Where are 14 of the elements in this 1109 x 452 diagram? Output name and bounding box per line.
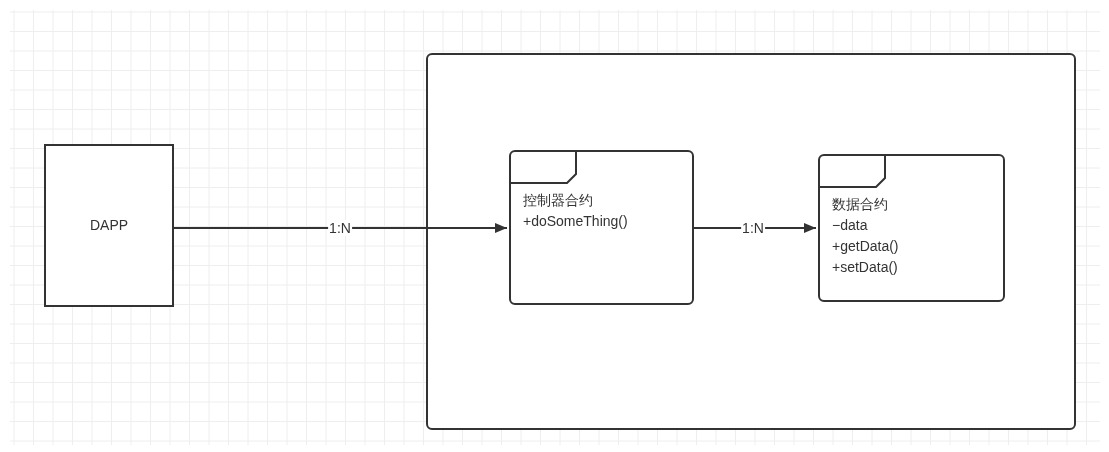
edge-label: 1:N (328, 220, 352, 236)
package-box (509, 150, 694, 305)
package-title: 数据合约 (832, 195, 889, 214)
node-label: DAPP (89, 217, 129, 233)
package-title: 控制器合约 (523, 191, 594, 210)
edge-label: 1:N (741, 220, 765, 236)
member-text: +setData() (832, 258, 899, 277)
container-box (426, 53, 1076, 430)
member-text: +doSomeThing() (523, 212, 628, 231)
member-text: −data (832, 216, 869, 235)
arrow (173, 223, 508, 233)
process-box (44, 144, 174, 307)
member-text: +getData() (832, 237, 899, 256)
package-box (818, 154, 1005, 302)
